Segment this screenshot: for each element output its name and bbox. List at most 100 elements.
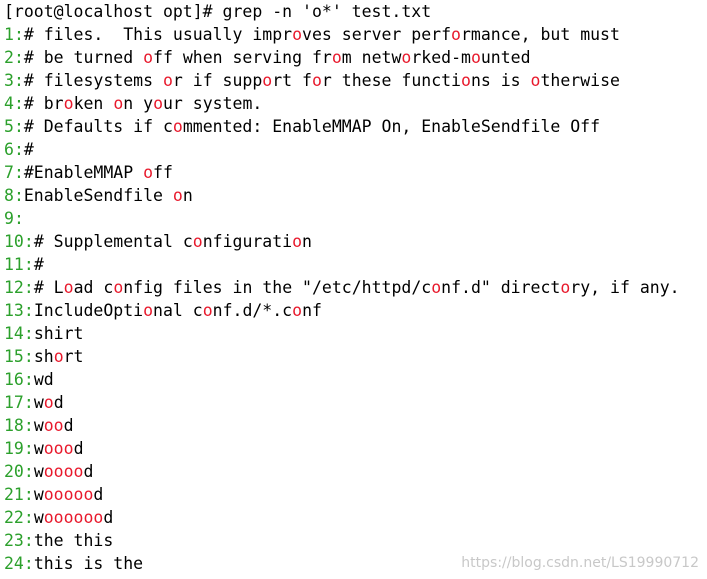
match-highlight: o	[153, 94, 163, 113]
line-text: ry, if any.	[570, 278, 680, 297]
line-text: nf	[302, 301, 322, 320]
line-number: 1	[4, 25, 14, 44]
line-number-separator: :	[23, 508, 34, 527]
line-number: 14	[4, 324, 24, 343]
line-number: 7	[4, 163, 14, 182]
line-number: 19	[4, 439, 24, 458]
line-text: unted	[480, 48, 531, 67]
line-number: 16	[4, 370, 24, 389]
line-number-separator: :	[23, 324, 34, 343]
line-number: 10	[4, 232, 24, 251]
match-highlight: o	[292, 232, 303, 251]
output-line: 18:wood	[4, 414, 707, 437]
match-highlight: o	[331, 48, 342, 67]
line-number-separator: :	[13, 71, 24, 90]
line-number: 21	[4, 485, 24, 504]
match-highlight: o	[172, 186, 183, 205]
line-number-separator: :	[13, 117, 24, 136]
line-number: 12	[4, 278, 24, 297]
line-text: w	[33, 508, 44, 527]
match-highlight: o	[63, 94, 74, 113]
match-highlight: oooooo	[43, 508, 104, 527]
line-text: # be turned	[23, 48, 144, 67]
output-line: 8:EnableSendfile on	[4, 184, 707, 207]
line-number-separator: :	[23, 278, 34, 297]
output-line: 5:# Defaults if commented: EnableMMAP On…	[4, 115, 707, 138]
line-number: 3	[4, 71, 14, 90]
line-text: nal c	[153, 301, 203, 320]
match-highlight: o	[292, 301, 303, 320]
output-line: 10:# Supplemental configuration	[4, 230, 707, 253]
line-text: m netw	[341, 48, 402, 67]
line-number-separator: :	[13, 94, 24, 113]
line-number-separator: :	[23, 347, 34, 366]
line-number: 17	[4, 393, 24, 412]
line-text: # L	[33, 278, 64, 297]
line-number-separator: :	[13, 48, 24, 67]
output-line: 2:# be turned off when serving from netw…	[4, 46, 707, 69]
match-highlight: o	[172, 117, 183, 136]
line-text: #	[23, 140, 34, 159]
match-highlight: o	[451, 25, 461, 44]
match-highlight: oooo	[43, 462, 84, 481]
line-text: IncludeOpti	[33, 301, 144, 320]
match-highlight: o	[461, 71, 471, 90]
match-highlight: o	[530, 71, 541, 90]
line-text: EnableSendfile	[23, 186, 173, 205]
match-highlight: o	[53, 347, 64, 366]
line-number: 18	[4, 416, 24, 435]
line-number-separator: :	[13, 25, 24, 44]
line-text: therwise	[540, 71, 620, 90]
line-text: n	[182, 186, 193, 205]
line-text: # filesystems	[23, 71, 163, 90]
line-number: 8	[4, 186, 14, 205]
line-number-separator: :	[23, 439, 34, 458]
line-number: 4	[4, 94, 14, 113]
line-text: rked-m	[411, 48, 471, 67]
watermark: https://blog.csdn.net/LS19990712	[461, 555, 699, 571]
line-number: 6	[4, 140, 14, 159]
output-line: 1:# files. This usually improves server …	[4, 23, 707, 46]
line-text: shirt	[33, 324, 84, 343]
line-number-separator: :	[23, 255, 34, 274]
match-highlight: o	[292, 25, 303, 44]
line-text: nf.d" direct	[441, 278, 561, 297]
line-text: wd	[33, 370, 54, 389]
line-text: w	[33, 393, 44, 412]
output-line: 16:wd	[4, 368, 707, 391]
line-text: # br	[23, 94, 64, 113]
output-line: 7:#EnableMMAP off	[4, 161, 707, 184]
line-text: ur system.	[163, 94, 263, 113]
match-highlight: o	[431, 278, 442, 297]
match-highlight: o	[162, 71, 173, 90]
line-number: 24	[4, 554, 24, 573]
command-text: grep -n 'o*' test.txt	[222, 2, 432, 21]
line-text: rmance, but must	[460, 25, 620, 44]
line-text: nfig files in the "/etc/httpd/c	[123, 278, 432, 297]
command-line: [root@localhost opt]# grep -n 'o*' test.…	[4, 0, 707, 23]
output-line: 15:short	[4, 345, 707, 368]
line-text: mmented: EnableMMAP On, EnableSendfile O…	[182, 117, 601, 136]
line-text: d	[93, 485, 104, 504]
line-text: nfigurati	[202, 232, 293, 251]
output-line: 9:	[4, 207, 707, 230]
match-highlight: o	[143, 163, 154, 182]
line-text: #	[33, 255, 44, 274]
line-text: ves server perf	[302, 25, 452, 44]
line-text: # files. This usually impr	[23, 25, 293, 44]
output-line: 24:this is the	[4, 552, 707, 575]
output-line: 6:#	[4, 138, 707, 161]
line-number-separator: :	[23, 462, 34, 481]
match-highlight: o	[113, 94, 124, 113]
output-line: 23:the this	[4, 529, 707, 552]
line-text: ns is	[470, 71, 531, 90]
line-number: 15	[4, 347, 24, 366]
line-text: # Defaults if c	[23, 117, 173, 136]
match-highlight: o	[560, 278, 571, 297]
line-number-separator: :	[13, 209, 24, 228]
output-line: 17:wod	[4, 391, 707, 414]
output-line: 3:# filesystems or if support for these …	[4, 69, 707, 92]
output-line: 22:wooooood	[4, 506, 707, 529]
line-number-separator: :	[23, 531, 34, 550]
